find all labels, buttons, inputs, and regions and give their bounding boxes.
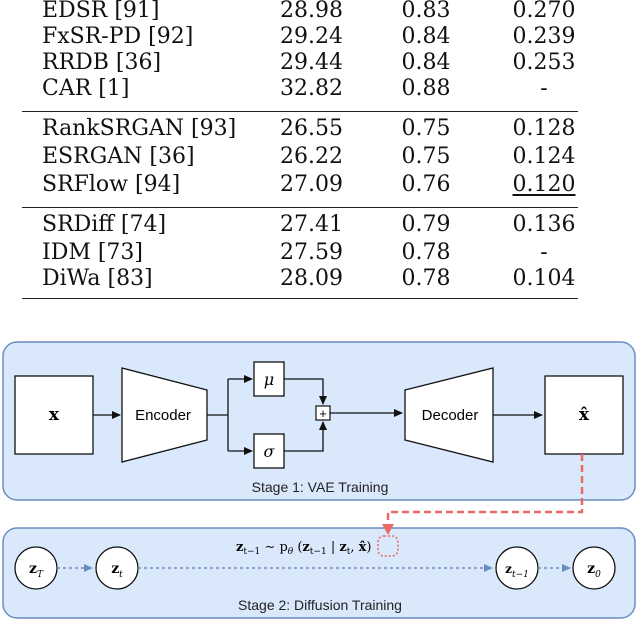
ssim-cell: 0.76	[401, 172, 451, 197]
decoder-block	[404, 367, 494, 463]
table-row: CAR [1] 32.82 0.88 -	[0, 76, 640, 102]
table-row: ESRGAN [36] 26.22 0.75 0.124	[0, 144, 640, 170]
ssim-cell: 0.75	[401, 144, 451, 169]
ssim-cell: 0.78	[401, 240, 451, 265]
table-row: SRFlow [94] 27.09 0.76 0.120	[0, 172, 640, 198]
table-row: IDM [73] 27.59 0.78 -	[0, 240, 640, 266]
group-divider	[22, 111, 578, 112]
eq-p-sub: θ	[288, 547, 294, 557]
node-zT-label: zT	[29, 561, 44, 580]
output-xhat-box	[544, 375, 624, 455]
node-ztm1-label: zt−1	[505, 562, 529, 580]
sigma-symbol: σ	[264, 442, 276, 461]
lpips-cell-underlined: 0.120	[512, 172, 576, 197]
table-row: EDSR [91] 28.98 0.83 0.270	[0, 0, 640, 24]
method-cell: DiWa [83]	[42, 266, 153, 291]
arrow-sigma-to-plus	[284, 421, 327, 452]
encoder-block	[121, 367, 208, 463]
psnr-cell: 29.24	[280, 24, 343, 49]
eq-rel: ∼ p	[260, 540, 287, 555]
lpips-cell: 0.136	[512, 212, 576, 237]
lpips-cell: 0.270	[512, 0, 576, 23]
method-cell: FxSR-PD [92]	[42, 24, 194, 49]
lpips-cell: -	[540, 240, 548, 265]
table-row: RankSRGAN [93] 26.55 0.75 0.128	[0, 116, 640, 142]
method-cell: SRDiff [74]	[42, 212, 167, 237]
ssim-cell: 0.75	[401, 116, 451, 141]
psnr-cell: 26.55	[280, 116, 343, 141]
node-ztm1	[495, 546, 539, 590]
input-x-symbol: x	[49, 405, 60, 425]
ssim-cell: 0.83	[401, 0, 451, 23]
eq-bar: |	[327, 540, 340, 555]
encoder-label: Encoder	[135, 407, 191, 424]
table-row: SRDiff [74] 27.41 0.79 0.136	[0, 212, 640, 238]
mu-symbol: μ	[264, 370, 274, 389]
eq-lhs-sub: t−1	[243, 547, 260, 557]
psnr-cell: 28.98	[280, 0, 343, 23]
stage2-panel	[2, 527, 636, 619]
psnr-cell: 28.09	[280, 266, 343, 291]
table-row: RRDB [36] 29.44 0.84 0.253	[0, 50, 640, 76]
lpips-cell: 0.104	[512, 266, 576, 291]
method-cell: RankSRGAN [93]	[42, 116, 237, 141]
decoder-label: Decoder	[422, 407, 479, 424]
psnr-cell: 27.41	[280, 212, 343, 237]
node-zt-label: zt	[111, 561, 123, 580]
stage1-panel	[2, 341, 636, 501]
conditioning-arrow	[382, 454, 584, 535]
psnr-cell: 32.82	[280, 76, 343, 101]
eq-arg2: z	[339, 540, 346, 555]
plus-symbol: +	[319, 406, 327, 421]
table-bottom-rule	[22, 298, 578, 299]
method-cell: CAR [1]	[42, 76, 130, 101]
transition-equation: zt−1 ∼ pθ (zt−1 | zt, x̂)	[236, 540, 371, 557]
ssim-cell: 0.78	[401, 266, 451, 291]
results-table: EDSR [91] 28.98 0.83 0.270 FxSR-PD [92] …	[0, 0, 640, 300]
node-z0-label: z0	[587, 561, 601, 580]
lpips-cell: 0.124	[512, 144, 576, 169]
eq-close: )	[366, 540, 371, 555]
method-cell: ESRGAN [36]	[42, 144, 195, 169]
eq-lhs: z	[236, 540, 243, 555]
method-cell: EDSR [91]	[42, 0, 160, 23]
sigma-box	[253, 433, 285, 469]
lpips-cell: 0.128	[512, 116, 576, 141]
psnr-cell: 27.09	[280, 172, 343, 197]
lpips-cell: 0.239	[512, 24, 576, 49]
method-cell: IDM [73]	[42, 240, 144, 265]
method-cell: SRFlow [94]	[42, 172, 181, 197]
arrow-mu-to-plus	[284, 378, 327, 405]
eq-cond: x̂	[359, 540, 367, 555]
psnr-cell: 26.22	[280, 144, 343, 169]
input-x-box	[14, 375, 94, 455]
stage2-caption: Stage 2: Diffusion Training	[238, 597, 402, 613]
node-z0	[572, 546, 616, 590]
lpips-cell: 0.253	[512, 50, 576, 75]
eq-arg1: z	[302, 540, 309, 555]
eq-open: (	[293, 540, 302, 555]
ssim-cell: 0.79	[401, 212, 451, 237]
mu-box	[253, 361, 285, 397]
method-cell: RRDB [36]	[42, 50, 162, 75]
ssim-cell: 0.88	[401, 76, 451, 101]
stage1-caption: Stage 1: VAE Training	[252, 479, 389, 495]
eq-arg2-sub: t	[347, 547, 351, 557]
psnr-cell: 27.59	[280, 240, 343, 265]
psnr-cell: 29.44	[280, 50, 343, 75]
table-row: FxSR-PD [92] 29.24 0.84 0.239	[0, 24, 640, 50]
ssim-cell: 0.84	[401, 50, 451, 75]
table-row: DiWa [83] 28.09 0.78 0.104	[0, 266, 640, 292]
group-divider	[22, 207, 578, 208]
eq-arg1-sub: t−1	[310, 547, 327, 557]
latent-diffusion-diagram: x Encoder μ σ + Decoder x̂ Stage 1: VAE …	[2, 341, 636, 619]
lpips-cell: -	[540, 76, 548, 101]
output-xhat-symbol: x̂	[579, 405, 590, 425]
conditioning-highlight	[377, 535, 399, 557]
eq-comma: ,	[350, 540, 358, 555]
ssim-cell: 0.84	[401, 24, 451, 49]
